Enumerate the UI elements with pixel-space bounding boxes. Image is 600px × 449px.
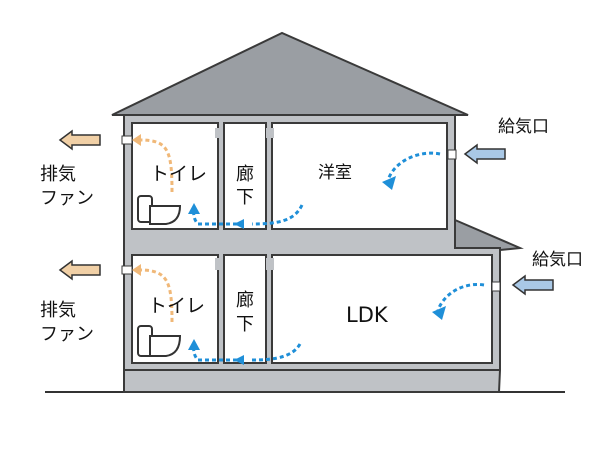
- upper-exhaust-label-2: ファン: [40, 188, 94, 209]
- upper-gap-1: [215, 128, 223, 138]
- upper-supply-label: 給気口: [498, 117, 549, 137]
- supply-air-flow-upper: [192, 151, 441, 226]
- upper-exhaust-outlet: [121, 135, 133, 145]
- arrow-left-icon: [463, 143, 506, 165]
- lower-ldk-room: [271, 254, 493, 364]
- upper-corridor-label-top: 廊: [236, 164, 254, 185]
- upper-gap-2: [266, 128, 274, 138]
- upper-supply-vent: [447, 149, 457, 160]
- upper-toilet-label: トイレ: [150, 163, 207, 185]
- arrow-left-icon: [511, 274, 554, 296]
- lower-supply-vent: [491, 281, 501, 292]
- lower-supply-label: 給気口: [532, 250, 583, 270]
- lower-corridor-label-top: 廊: [236, 290, 254, 311]
- lower-room-label: LDK: [346, 303, 389, 327]
- lower-roof: [454, 218, 524, 251]
- exhaust-air-flow-upper: [139, 138, 174, 193]
- toilet-icon: [137, 195, 182, 225]
- upper-western-room: [271, 122, 448, 230]
- lower-toilet-label: トイレ: [148, 295, 205, 317]
- supply-arrowheads-lower: [188, 306, 446, 365]
- upper-corridor-room: [223, 122, 267, 230]
- lower-exhaust-label-1: 排気: [40, 300, 76, 321]
- lower-exhaust-outlet: [121, 265, 133, 275]
- exhaust-air-flow-lower: [139, 268, 174, 323]
- upper-corridor-label-bottom: 下: [236, 187, 254, 208]
- main-roof: [111, 31, 469, 116]
- lower-gap-2: [266, 258, 274, 270]
- arrow-left-icon: [58, 259, 101, 281]
- lower-gap-1: [215, 258, 223, 270]
- supply-air-flow-lower: [192, 282, 485, 362]
- lower-corridor-label-bottom: 下: [236, 314, 254, 335]
- upper-room-label: 洋室: [318, 163, 352, 183]
- toilet-icon: [137, 325, 182, 357]
- lower-corridor-room: [223, 254, 267, 364]
- supply-arrowheads-upper: [188, 176, 396, 229]
- lower-exhaust-label-2: ファン: [40, 324, 94, 345]
- arrow-left-icon: [58, 129, 101, 151]
- exhaust-arrowhead-lower: [132, 264, 141, 276]
- upper-exhaust-label-1: 排気: [40, 164, 76, 185]
- exhaust-arrowhead-upper: [132, 134, 141, 146]
